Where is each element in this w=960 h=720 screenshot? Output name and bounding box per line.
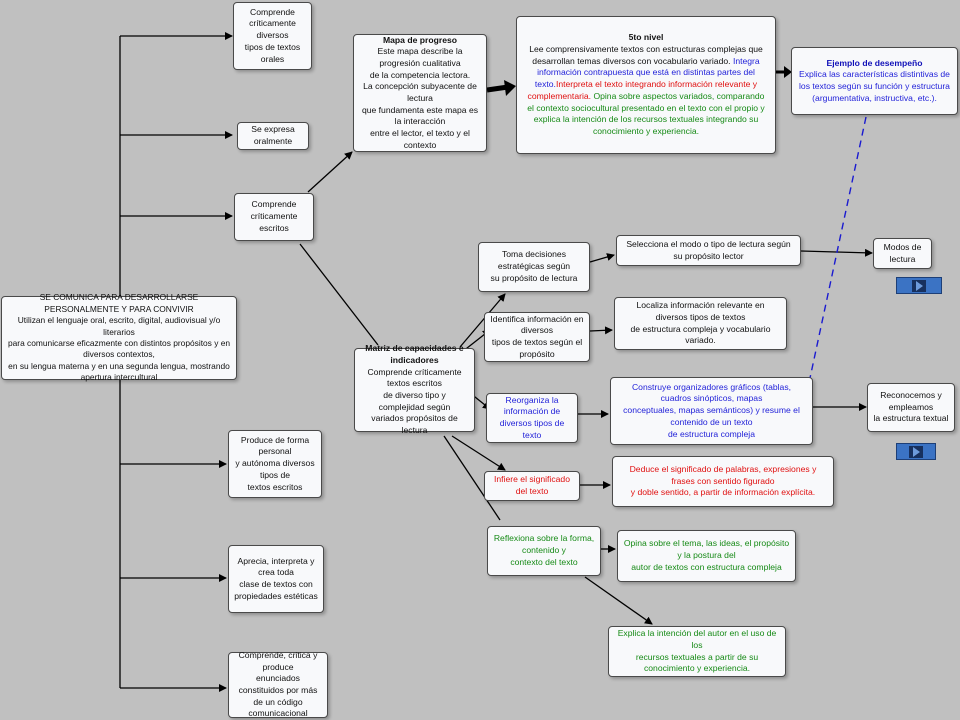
- capacity-line: su propósito de lectura: [490, 272, 578, 283]
- competency-line: Comprende críticamente: [250, 199, 298, 222]
- competency-box-multicode: Comprende, critica y produce enunciados …: [228, 649, 328, 719]
- capacity-line: contexto del texto: [510, 556, 578, 567]
- topic-box-text-structure: Reconocemos y empleamos la estructura te…: [867, 383, 955, 432]
- indicator-line: autor de textos con estructura compleja: [631, 561, 782, 572]
- indicator-line: Opina sobre el tema, las ideas, el propó…: [623, 538, 790, 561]
- capacity-box-infer: Infiere el significado del texto: [484, 471, 580, 501]
- indicator-box-deduce-meaning: Deduce el significado de palabras, expre…: [612, 456, 834, 507]
- capacity-line: tipos de textos según el propósito: [491, 337, 583, 359]
- progress-map-line: que fundamenta este mapa es la interacci…: [361, 104, 479, 127]
- progress-map-line: entre el lector, el texto y el contexto: [370, 128, 470, 150]
- capacity-box-strategic: Toma decisiones estratégicas según su pr…: [478, 242, 590, 292]
- competency-line: y autónoma diversos tipos de: [235, 458, 315, 480]
- main-line: en su lengua materna y en una segunda le…: [8, 360, 230, 383]
- play-forward-icon: [912, 279, 926, 292]
- play-forward-icon: [909, 445, 923, 458]
- competency-line: tipos de textos orales: [244, 41, 301, 64]
- indicator-line: de estructura compleja: [668, 428, 755, 439]
- capacity-line: Infiere el significado del texto: [494, 474, 570, 496]
- matrix-line: variados propósitos de lectura: [371, 413, 458, 436]
- progress-map-title: Mapa de progreso: [382, 34, 458, 45]
- capacity-line: Identifica información en diversos: [490, 313, 584, 336]
- indicator-line: de estructura compleja y vocabulario var…: [630, 323, 771, 346]
- competency-line: propiedades estéticas: [234, 590, 318, 601]
- indicator-line: Deduce el significado de palabras, expre…: [629, 463, 817, 486]
- indicator-box-author-intent: Explica la intención del autor en el uso…: [608, 626, 786, 677]
- capacity-line: Toma decisiones estratégicas según: [497, 249, 571, 272]
- indicator-line: Explica la intención del autor en el uso…: [617, 628, 777, 650]
- performance-example-box: Ejemplo de desempeño Explica las caracte…: [791, 47, 958, 115]
- level-title: 5to nivel: [628, 32, 664, 43]
- topic-line: Reconocemos y empleamos: [880, 389, 942, 412]
- main-competency-box: SE COMUNICA PARA DESARROLLARSE PERSONALM…: [1, 292, 237, 382]
- capacity-line: Reorganiza la información de: [503, 394, 561, 417]
- capacity-box-identify: Identifica información en diversos tipos…: [484, 312, 590, 362]
- indicator-box-graphic-organizers: Construye organizadores gráficos (tablas…: [610, 377, 813, 445]
- competency-line: diversos: [256, 30, 289, 41]
- competency-line: escritos: [259, 222, 289, 233]
- competency-box-oral-expression: Se expresa oralmente: [237, 122, 309, 150]
- competency-line: Se expresa oralmente: [251, 124, 295, 146]
- matrix-line: de diverso tipo y complejidad según: [378, 390, 451, 412]
- indicator-line: conceptuales, mapas semánticos) y resume…: [623, 405, 800, 427]
- performance-example-title: Ejemplo de desempeño: [826, 57, 923, 68]
- level-5-box: 5to nivel Lee comprensivamente textos co…: [516, 16, 776, 154]
- competency-line: textos escritos: [247, 481, 303, 492]
- indicator-line: y doble sentido, a partir de información…: [630, 487, 816, 498]
- capacity-line: Reflexiona sobre la forma, contenido y: [493, 533, 595, 556]
- competency-box-production: Produce de forma personal y autónoma div…: [228, 430, 322, 498]
- capacity-matrix-box: Matriz de capacidades e indicadores Comp…: [354, 343, 475, 435]
- competency-line: de un código comunicacional: [248, 696, 308, 719]
- indicator-box-opinion: Opina sobre el tema, las ideas, el propó…: [617, 530, 796, 582]
- main-line: para comunicarse eficazmente con distint…: [7, 338, 231, 360]
- performance-example-text: Explica las características distintivas …: [799, 69, 950, 103]
- progress-map-line: La concepción subyacente de lectura: [363, 81, 477, 103]
- competency-box-oral-comprehension: Comprende críticamente diversos tipos de…: [233, 2, 312, 70]
- matrix-title: Matriz de capacidades e indicadores: [365, 343, 464, 365]
- main-title: SE COMUNICA PARA DESARROLLARSE PERSONALM…: [39, 292, 199, 314]
- topic-line: Modos de lectura: [883, 241, 922, 264]
- competency-line: Comprende críticamente: [249, 6, 296, 29]
- indicator-line: Selecciona el modo o tipo de lectura seg…: [626, 238, 791, 261]
- competency-line: clase de textos con: [239, 579, 313, 589]
- indicator-line: Localiza información relevante en divers…: [636, 300, 765, 322]
- matrix-line: Comprende críticamente textos escritos: [367, 366, 462, 389]
- nav-forward-button-bottom[interactable]: [896, 443, 936, 460]
- indicator-line: recursos textuales a partir de su conoci…: [635, 651, 759, 674]
- competency-line: enunciados constituidos por más: [238, 673, 318, 695]
- indicator-line: Construye organizadores gráficos (tablas…: [631, 381, 792, 404]
- capacity-line: diversos tipos de texto: [499, 418, 565, 440]
- progress-map-line: Este mapa describe la progresión cualita…: [377, 46, 463, 68]
- topic-line: la estructura textual: [873, 413, 949, 424]
- topic-box-reading-modes: Modos de lectura: [873, 238, 932, 269]
- competency-box-written-comprehension: Comprende críticamente escritos: [234, 193, 314, 241]
- progress-map-box: Mapa de progreso Este mapa describe la p…: [353, 34, 487, 152]
- competency-line: Comprende, critica y produce: [238, 649, 318, 672]
- competency-line: Produce de forma personal: [240, 434, 310, 457]
- competency-box-aesthetic: Aprecia, interpreta y crea toda clase de…: [228, 545, 324, 613]
- progress-map-line: de la competencia lectora.: [369, 69, 471, 80]
- competency-line: Aprecia, interpreta y crea toda: [237, 555, 315, 578]
- level-description: Lee comprensivamente textos con estructu…: [527, 44, 765, 136]
- indicator-box-reading-mode: Selecciona el modo o tipo de lectura seg…: [616, 235, 801, 266]
- capacity-box-reorganize: Reorganiza la información de diversos ti…: [486, 393, 578, 443]
- capacity-box-reflect: Reflexiona sobre la forma, contenido y c…: [487, 526, 601, 576]
- nav-forward-button-top[interactable]: [896, 277, 942, 294]
- indicator-box-locate-info: Localiza información relevante en divers…: [614, 297, 787, 350]
- main-line: Utilizan el lenguaje oral, escrito, digi…: [17, 315, 221, 337]
